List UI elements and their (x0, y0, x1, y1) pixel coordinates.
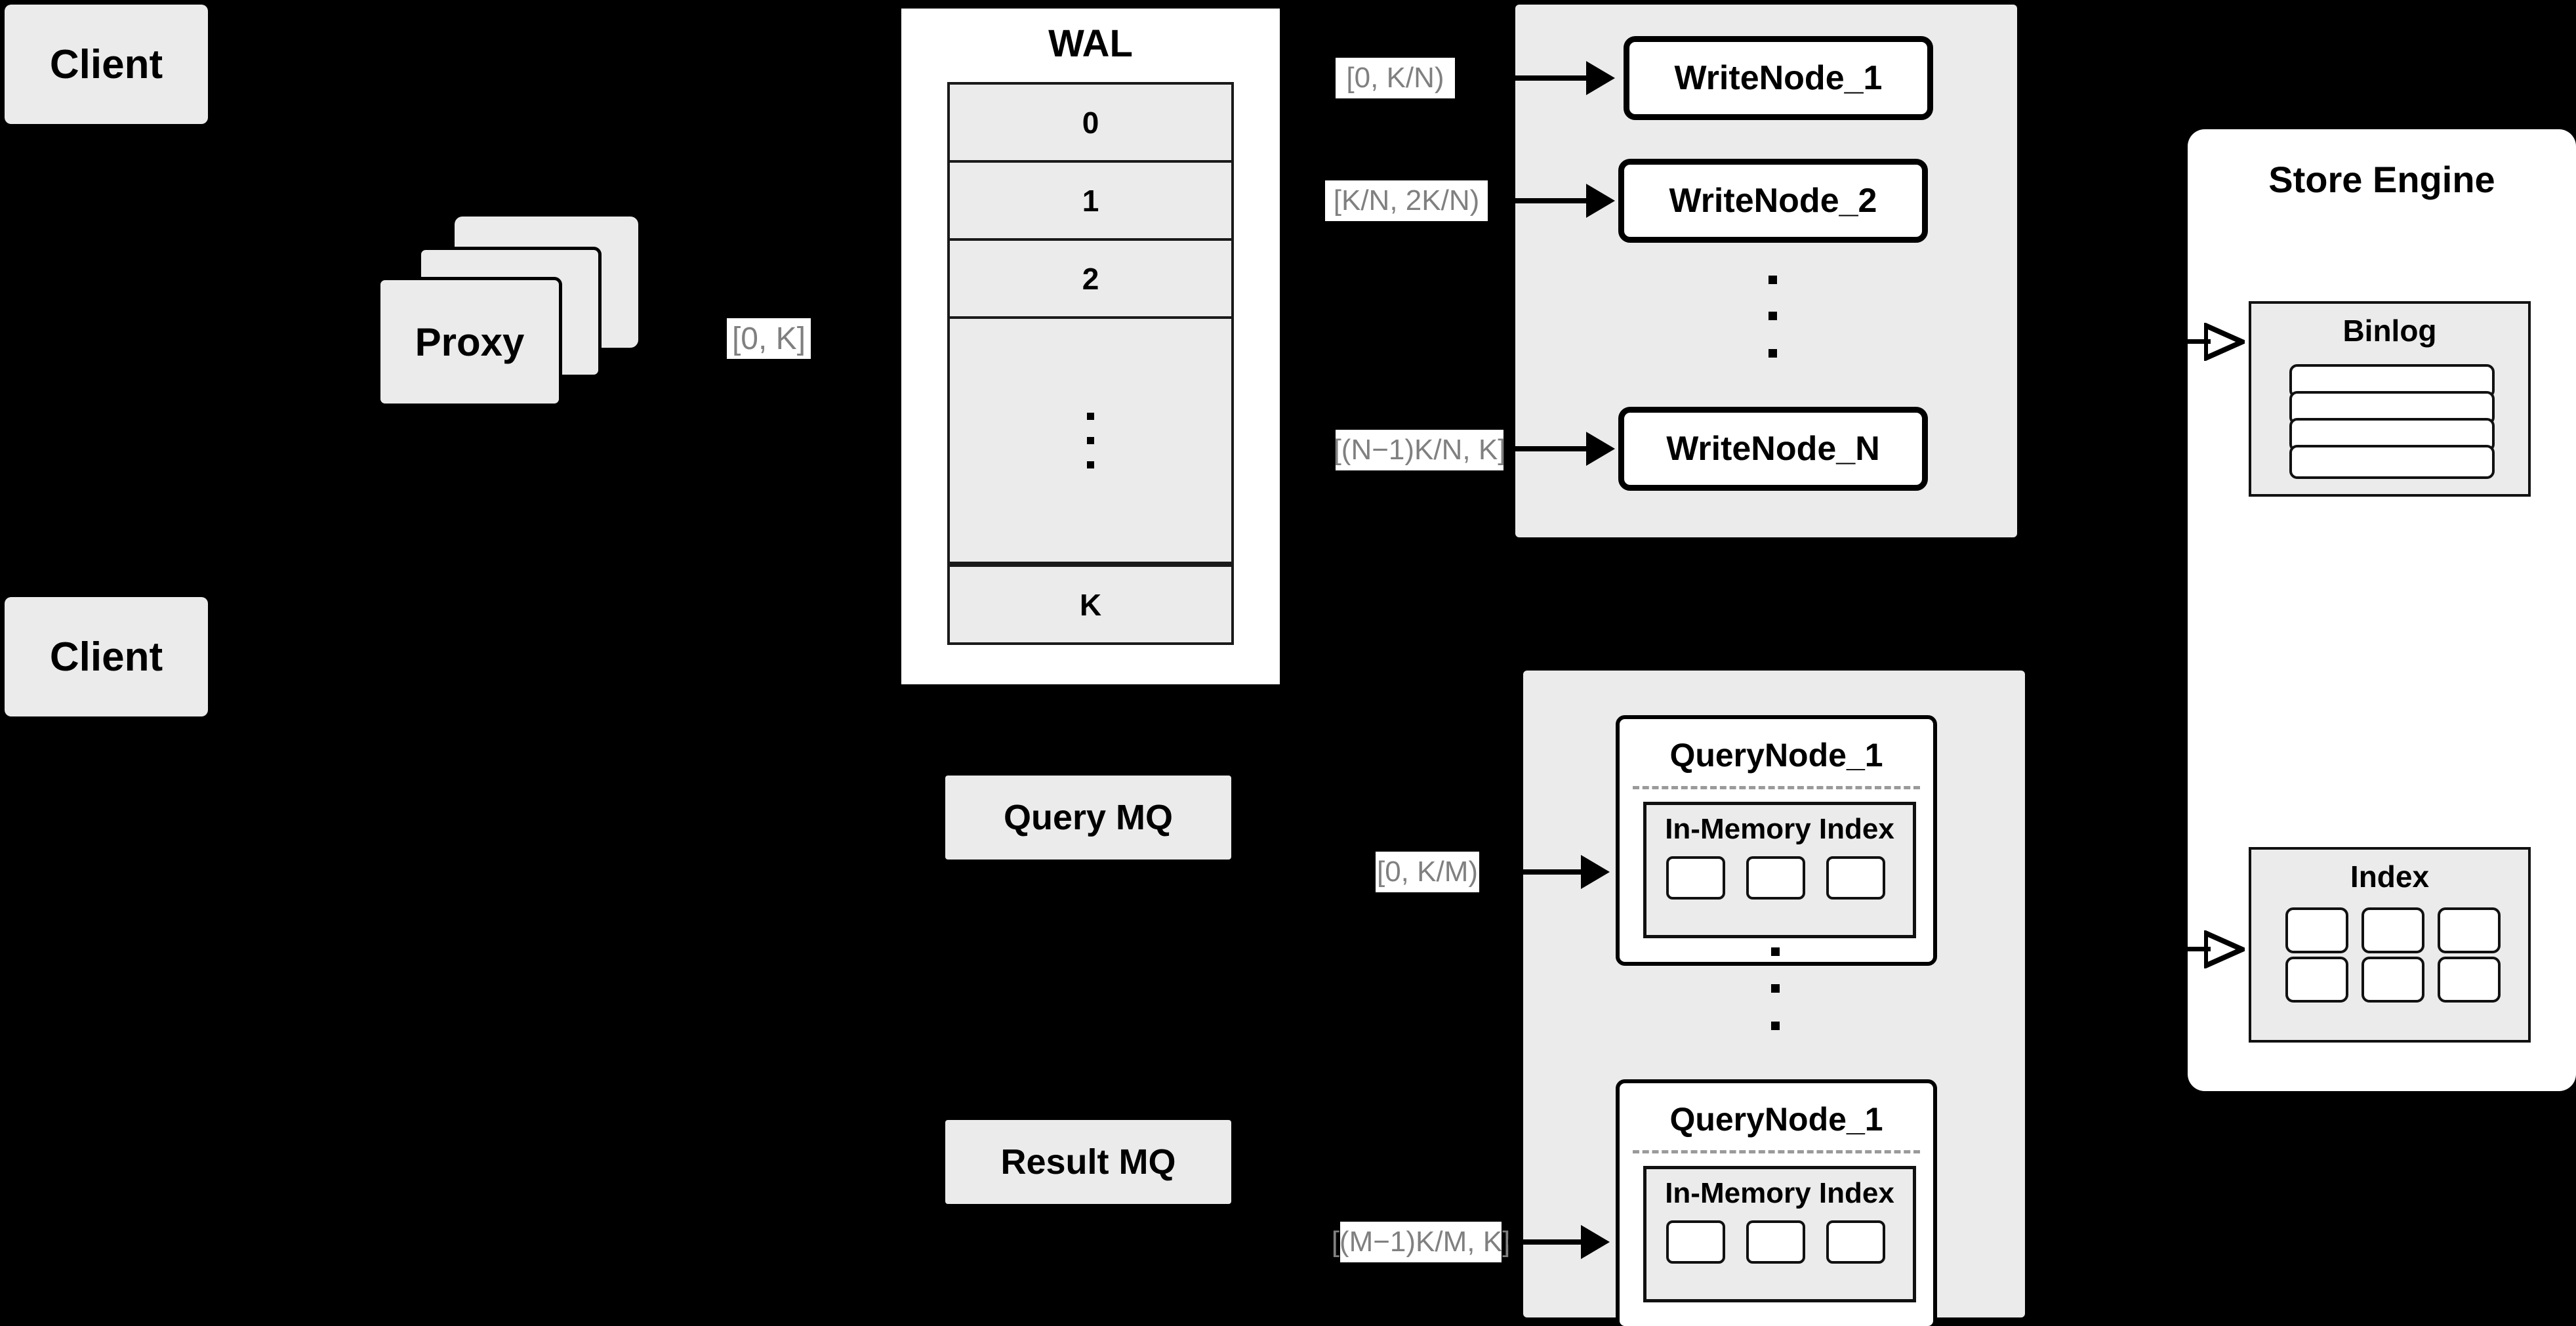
wal-entry-0[interactable]: 0 (950, 85, 1231, 163)
result-mq-label: Result MQ (1000, 1142, 1176, 1182)
query-arrow-1-line (1486, 869, 1581, 875)
wal-entry-2[interactable]: 2 (950, 241, 1231, 319)
query-node-1-in-memory-index: In-Memory Index (1643, 802, 1916, 938)
write-node-n[interactable]: WriteNode_N (1618, 407, 1928, 491)
wal-panel: WAL 0 1 2 K (897, 4, 1284, 689)
write-arrow-2-line (1494, 198, 1586, 203)
store-index-segment[interactable] (2361, 957, 2424, 1003)
wal-entry-k[interactable]: K (950, 564, 1231, 642)
write-node-1-range-tag: [0, K/N) (1336, 58, 1455, 98)
binlog-arrow-line (2186, 339, 2211, 344)
index-segment[interactable] (1746, 1220, 1805, 1264)
query-node-1-index-title: In-Memory Index (1665, 813, 1894, 845)
client-label-2: Client (49, 634, 163, 680)
index-segment[interactable] (1826, 1220, 1885, 1264)
query-mq-label: Query MQ (1003, 798, 1174, 837)
binlog-box: Binlog (2249, 301, 2531, 497)
write-arrow-2-head (1586, 184, 1615, 218)
query-node-m-divider (1633, 1150, 1920, 1153)
store-index-box: Index (2249, 847, 2531, 1043)
query-node-1-label: QueryNode_1 (1669, 737, 1883, 774)
binlog-title: Binlog (2342, 314, 2437, 348)
write-arrow-1-head (1586, 61, 1615, 95)
query-arrow-m-head (1581, 1225, 1610, 1259)
result-mq-box[interactable]: Result MQ (945, 1120, 1231, 1204)
write-node-n-range-tag: [(N−1)K/N, K] (1334, 430, 1505, 470)
store-engine-title: Store Engine (2268, 159, 2495, 200)
index-segment[interactable] (1826, 856, 1885, 900)
store-engine-panel: Store Engine Binlog Index (2188, 129, 2576, 1091)
query-node-m-in-memory-index: In-Memory Index (1643, 1166, 1916, 1302)
store-index-arrow-line (2186, 947, 2211, 951)
index-segment[interactable] (1666, 1220, 1725, 1264)
write-cluster-vertical-dots-icon (1768, 276, 1782, 361)
write-arrow-1-line (1462, 75, 1586, 81)
index-segment[interactable] (1746, 856, 1805, 900)
write-node-2-label: WriteNode_2 (1669, 182, 1877, 220)
query-mq-box[interactable]: Query MQ (945, 776, 1231, 860)
vertical-dots-icon (1087, 412, 1094, 468)
client-box-2[interactable]: Client (5, 597, 208, 716)
store-index-title: Index (2350, 860, 2430, 894)
index-segment[interactable] (1666, 856, 1725, 900)
binlog-segment[interactable] (2289, 445, 2495, 479)
write-arrow-n-head (1586, 432, 1615, 466)
write-node-1-label: WriteNode_1 (1674, 59, 1883, 97)
query-node-1-divider (1633, 786, 1920, 789)
query-node-m-range-tag: [(M−1)K/M, K] (1332, 1222, 1510, 1262)
write-node-n-label: WriteNode_N (1666, 430, 1880, 468)
write-node-1[interactable]: WriteNode_1 (1624, 36, 1933, 120)
proxy-stack[interactable]: Proxy (377, 217, 672, 433)
proxy-range-tag-text: [0, K] (731, 321, 806, 356)
query-cluster-vertical-dots-icon (1771, 947, 1784, 1033)
client-box-1[interactable]: Client (5, 5, 208, 124)
store-index-arrow-open-head-icon (2204, 930, 2245, 968)
wal-entry-ellipsis (950, 319, 1231, 564)
proxy-card-front[interactable]: Proxy (377, 277, 562, 407)
proxy-label: Proxy (415, 320, 525, 364)
wal-entry-table: 0 1 2 K (947, 82, 1234, 645)
write-node-2-range-tag: [K/N, 2K/N) (1325, 180, 1488, 221)
query-arrow-1-head (1581, 855, 1610, 889)
wal-entry-1[interactable]: 1 (950, 163, 1231, 241)
client-label-1: Client (49, 41, 163, 87)
store-index-segment[interactable] (2285, 957, 2348, 1003)
query-arrow-m-line (1508, 1239, 1581, 1245)
store-index-segment[interactable] (2438, 907, 2501, 953)
query-node-m-index-title: In-Memory Index (1665, 1177, 1894, 1209)
binlog-arrow-open-head-icon (2204, 323, 2245, 361)
query-node-1-range-tag: [0, K/M) (1376, 852, 1479, 892)
proxy-range-tag: [0, K] (727, 318, 811, 359)
store-index-segment[interactable] (2285, 907, 2348, 953)
write-arrow-n-line (1507, 446, 1586, 451)
query-node-m[interactable]: QueryNode_1 In-Memory Index (1616, 1079, 1937, 1326)
query-node-m-label: QueryNode_1 (1669, 1101, 1883, 1138)
query-node-1[interactable]: QueryNode_1 In-Memory Index (1616, 715, 1937, 966)
wal-title: WAL (1048, 22, 1133, 65)
write-node-2[interactable]: WriteNode_2 (1618, 159, 1928, 243)
store-index-segment[interactable] (2361, 907, 2424, 953)
store-index-segment[interactable] (2438, 957, 2501, 1003)
